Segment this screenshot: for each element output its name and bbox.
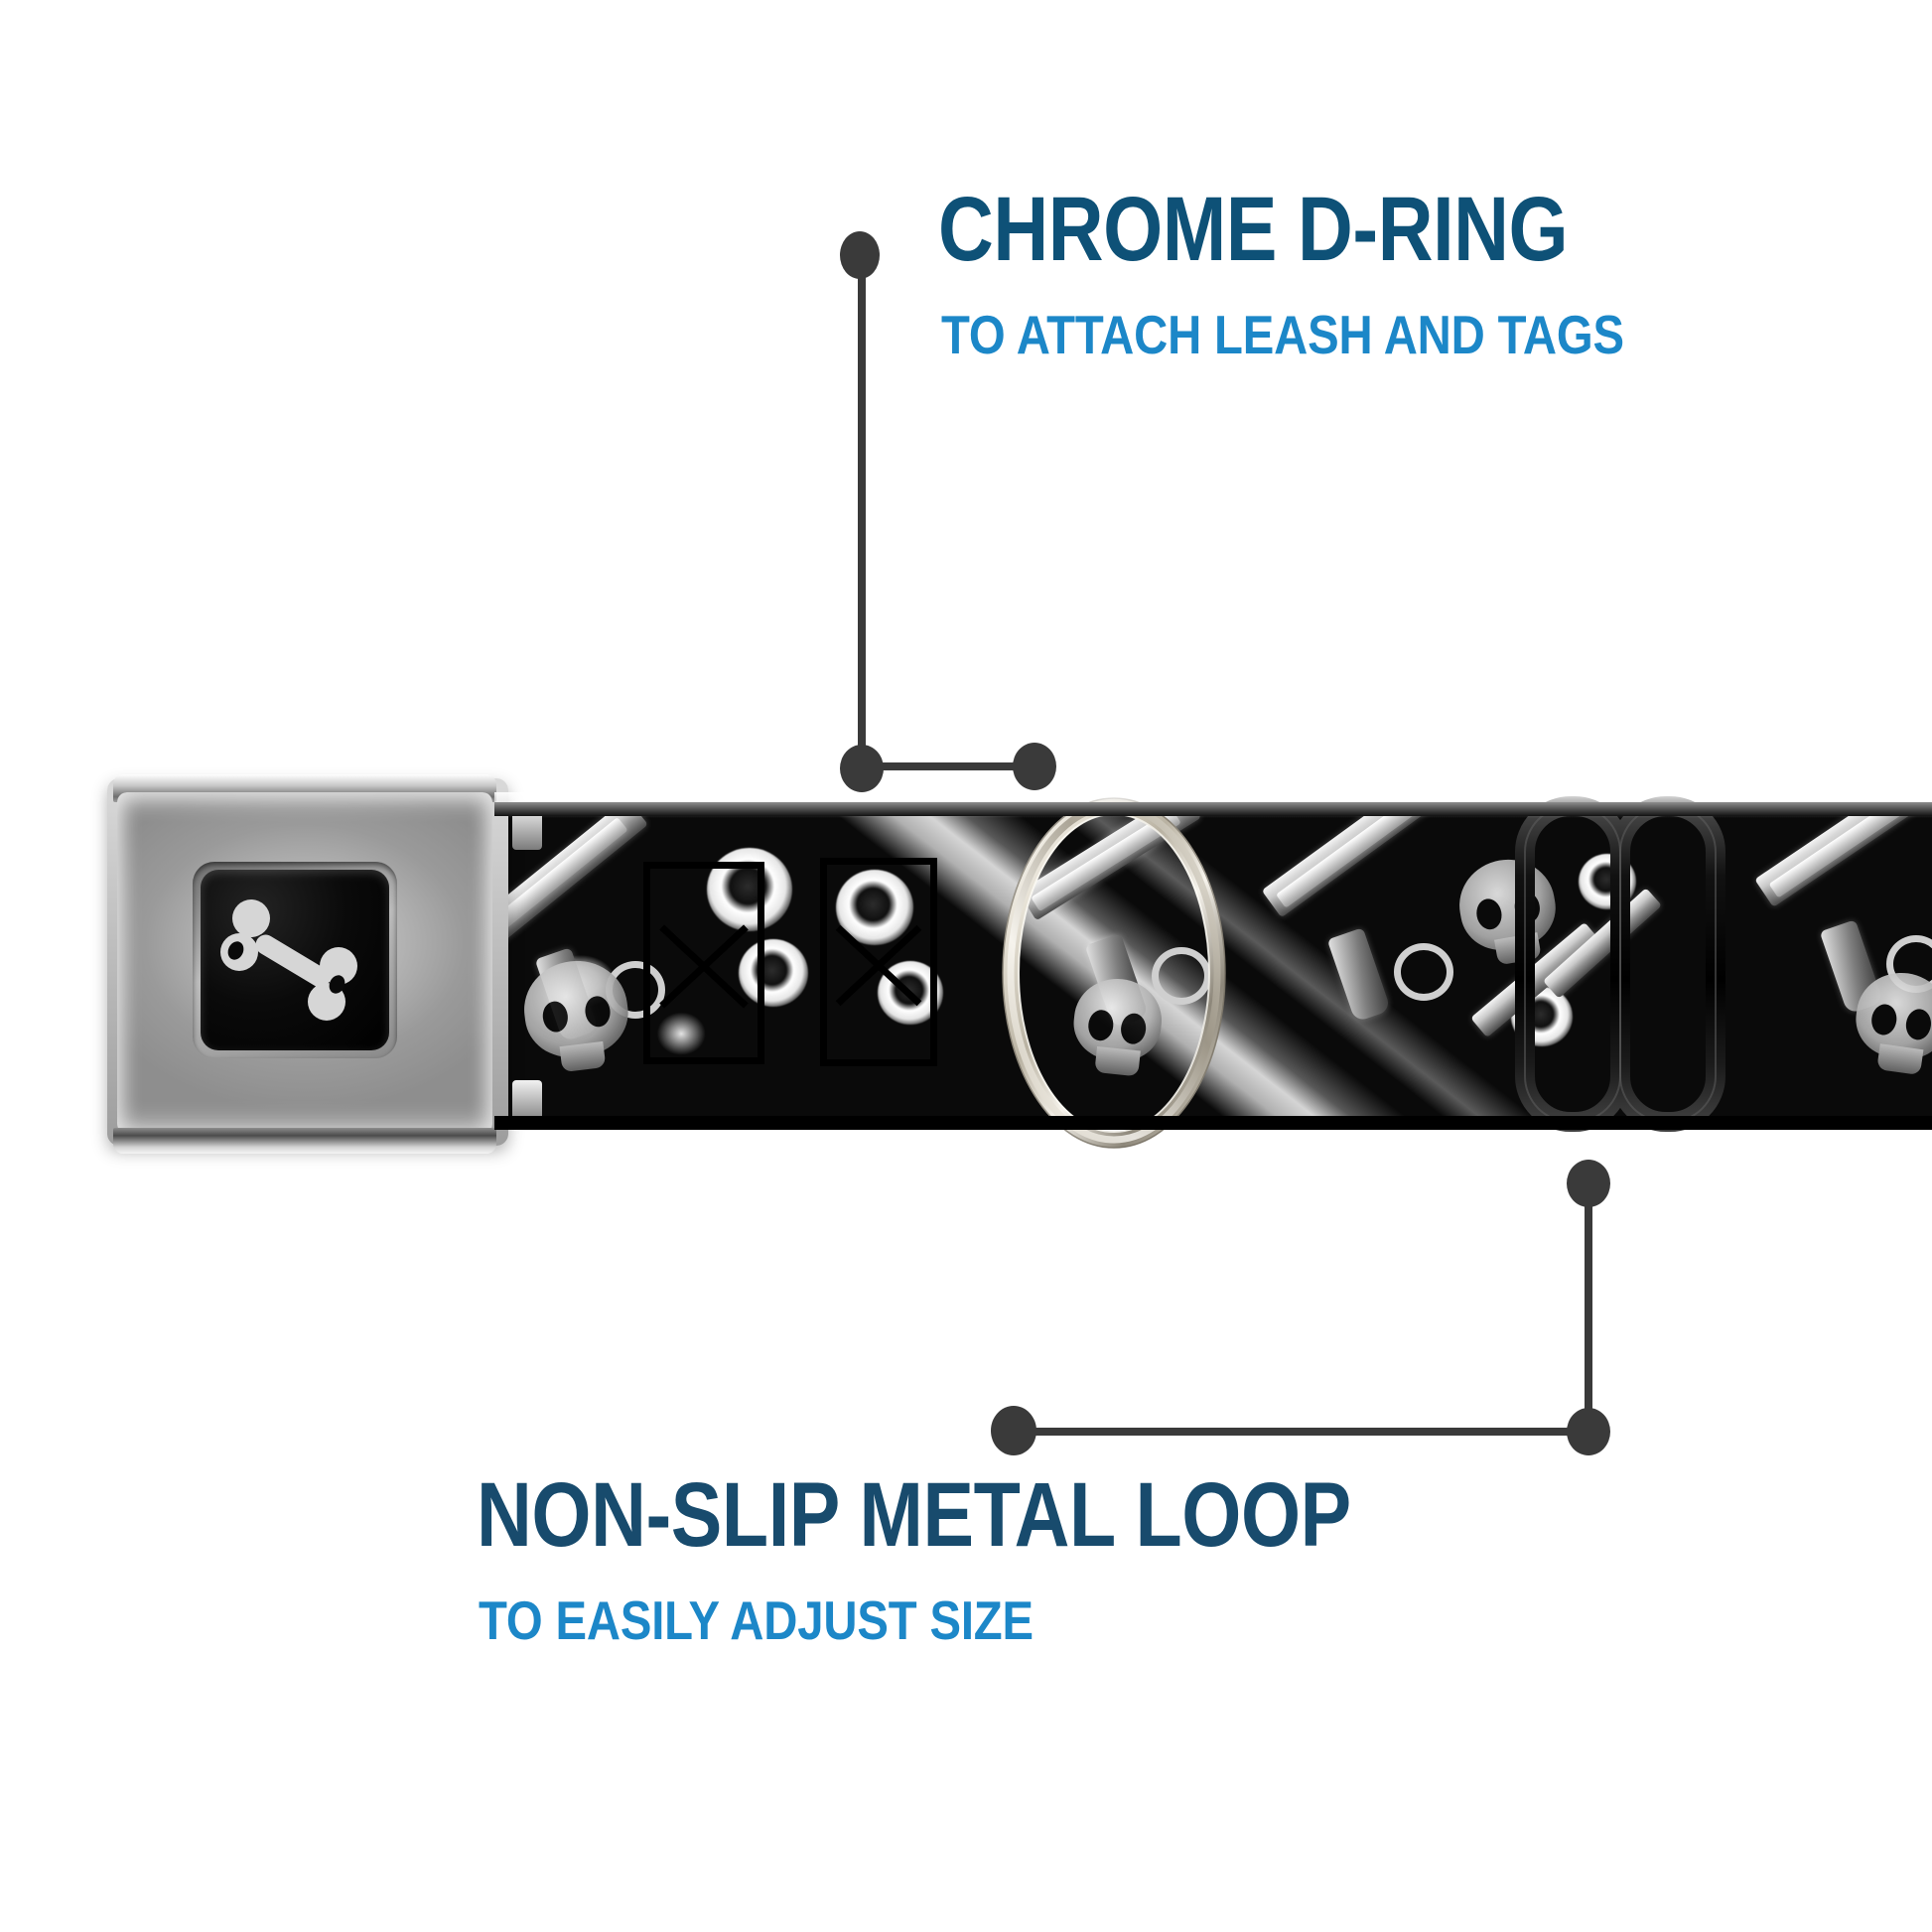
- callout-dot-metal-loop-end: [991, 1406, 1036, 1455]
- dog-collar-product: [0, 755, 1932, 1191]
- webbing-pattern-tile: [494, 802, 854, 1120]
- callout-line-chrome-d-ring-vertical: [858, 253, 866, 769]
- callout-dot-chrome-d-ring-anchor: [1013, 743, 1056, 790]
- callout-subtitle-chrome-d-ring: TO ATTACH LEASH AND TAGS: [941, 304, 1624, 365]
- webbing-edge-bottom: [494, 1116, 1932, 1130]
- callout-line-metal-loop-vertical: [1585, 1181, 1592, 1432]
- non-slip-metal-loop[interactable]: [1511, 790, 1739, 1138]
- webbing-edge-top: [494, 802, 1932, 816]
- buckle-lip-bottom: [113, 1128, 496, 1154]
- dog-bone-icon: [220, 892, 369, 1029]
- seatbelt-buckle[interactable]: [107, 755, 542, 1172]
- webbing-pattern-tile: [820, 802, 1213, 1120]
- callout-line-chrome-d-ring-horizontal: [878, 762, 1025, 770]
- callout-title-metal-loop: NON-SLIP METAL LOOP: [477, 1464, 1351, 1566]
- callout-subtitle-metal-loop: TO EASILY ADJUST SIZE: [479, 1589, 1034, 1651]
- metal-loop-shape: [1515, 796, 1725, 1132]
- callout-line-metal-loop-horizontal: [1013, 1428, 1579, 1436]
- callout-dot-chrome-d-ring-corner: [840, 745, 884, 792]
- callout-title-chrome-d-ring: CHROME D-RING: [938, 179, 1569, 280]
- buckle-logo-window: [201, 870, 389, 1050]
